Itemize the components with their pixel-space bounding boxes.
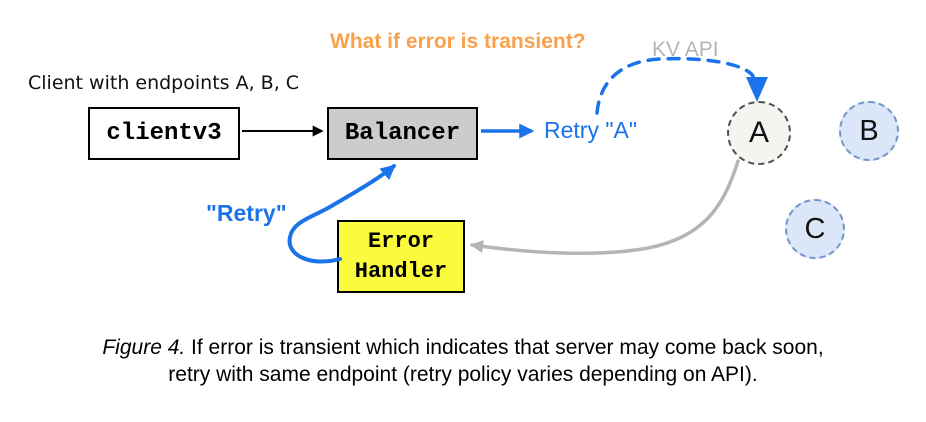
clientv3-node-label: clientv3: [106, 120, 222, 147]
balancer-node-label: Balancer: [344, 120, 461, 147]
retry-a-label: Retry "A": [544, 117, 638, 143]
endpoint-c-label: C: [804, 212, 826, 245]
figure-caption-line1: Figure 4. If error is transient which in…: [0, 334, 926, 361]
endpoint-a-node: A: [727, 101, 791, 165]
arrowhead-kv-api: [746, 77, 768, 102]
endpoint-b-label: B: [859, 114, 879, 147]
error-handler-label-line2: Handler: [354, 258, 448, 284]
figure-number: Figure 4.: [102, 336, 186, 359]
endpoint-a-label: A: [748, 116, 769, 149]
arrow-a-to-error-handler: [470, 159, 740, 256]
figure-caption-line1-text: If error is transient which indicates th…: [185, 336, 824, 359]
endpoint-c-node: C: [785, 199, 845, 259]
transient-question-label: What if error is transient?: [330, 30, 586, 53]
endpoint-b-node: B: [839, 101, 899, 161]
clientv3-node: clientv3: [88, 107, 240, 160]
balancer-node: Balancer: [327, 107, 478, 160]
kv-api-label: KV API: [652, 38, 719, 61]
arrow-kv-api-dashed: [595, 56, 755, 115]
retry-label: "Retry": [206, 200, 287, 226]
error-handler-label-line1: Error: [367, 228, 434, 254]
figure-caption: Figure 4. If error is transient which in…: [0, 334, 926, 388]
error-handler-node: Error Handler: [337, 220, 465, 293]
figure-caption-line2: retry with same endpoint (retry policy v…: [168, 363, 758, 386]
client-endpoints-label: Client with endpoints A, B, C: [28, 72, 300, 94]
